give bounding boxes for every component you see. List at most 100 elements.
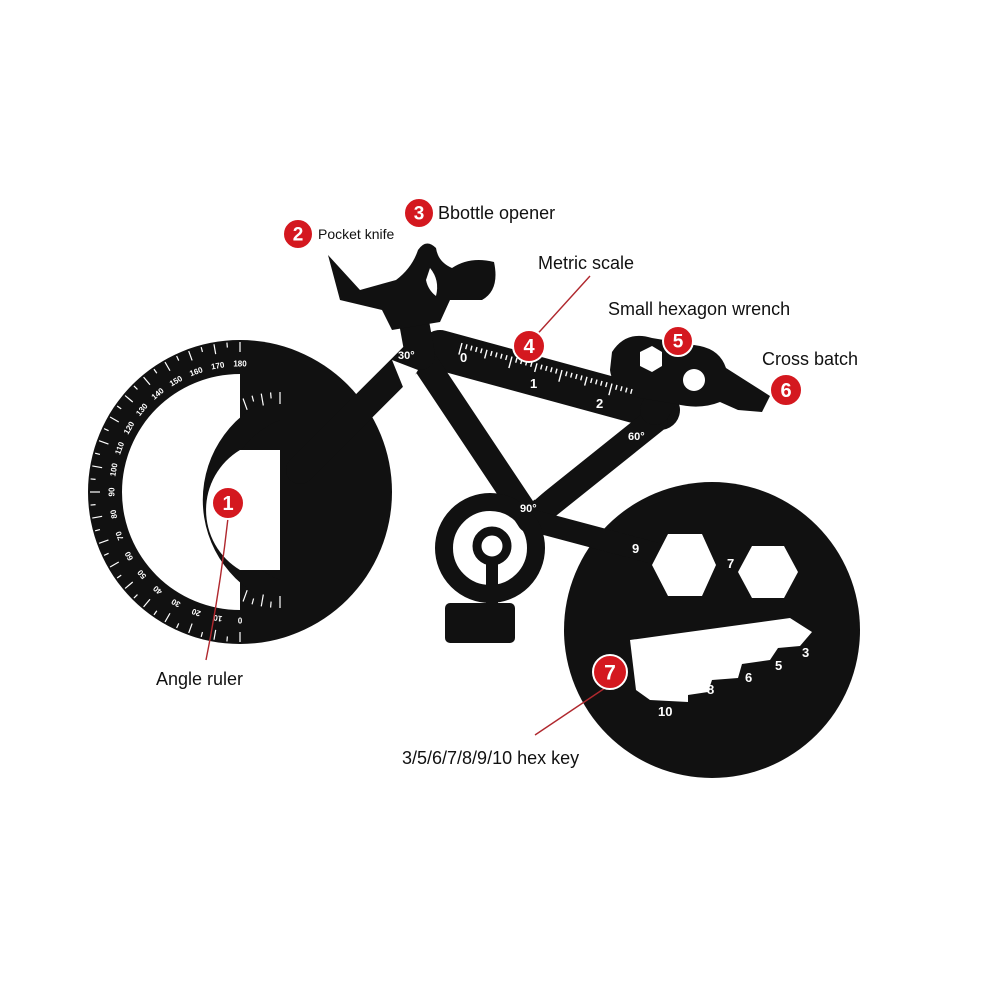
protractor-inner-tick	[233, 401, 238, 408]
protractor-tick	[213, 629, 217, 640]
badge-3: 3	[403, 197, 435, 229]
protractor-inner-tick	[210, 416, 219, 427]
angle-engravings: 30° 60° 90°	[398, 350, 645, 515]
protractor-label: 70	[114, 530, 126, 542]
protractor-tick	[94, 452, 101, 456]
protractor-label: 20	[190, 606, 202, 618]
protractor-inner-tick	[173, 480, 186, 484]
protractor-inner-tick	[175, 471, 182, 475]
scale-tick	[570, 372, 573, 378]
protractor-tick	[143, 376, 151, 386]
scale-tick	[565, 371, 568, 377]
protractor-tick	[92, 465, 103, 469]
protractor-tick	[109, 561, 120, 568]
badge-7: 7	[592, 654, 628, 690]
protractor-tick	[103, 428, 109, 432]
scale-tick	[630, 388, 633, 395]
label-angle-ruler: Angle ruler	[156, 669, 243, 689]
protractor-inner-tick	[260, 393, 264, 406]
protractor-inner-tick	[269, 392, 272, 399]
hex-size-9: 9	[632, 541, 639, 556]
protractor-tick	[133, 594, 138, 599]
frame-window	[455, 380, 620, 500]
protractor-inner-tick	[186, 547, 198, 555]
protractor-ticks	[90, 342, 281, 642]
seat-window	[392, 360, 418, 392]
scale-tick	[545, 365, 548, 372]
hex-key-size-3: 3	[802, 645, 809, 660]
protractor-label: 100	[108, 462, 119, 477]
scale-tick	[625, 387, 628, 393]
protractor-tick	[176, 355, 180, 361]
protractor-inner-tick	[178, 462, 190, 468]
saddle-knife	[328, 243, 496, 330]
scale-mark-2: 2	[596, 396, 603, 411]
scale-tick	[533, 363, 538, 373]
scale-tick	[495, 352, 498, 358]
hex-hole-9	[652, 534, 716, 596]
badge-5: 5	[662, 325, 694, 357]
crank-hole	[482, 536, 502, 556]
badge-4: 4	[512, 329, 546, 363]
badge-7-number: 7	[604, 662, 616, 685]
protractor-inner-tick	[178, 532, 190, 538]
protractor-inner-tick	[233, 592, 238, 599]
protractor-inner-tick	[203, 571, 209, 577]
protractor-label: 170	[210, 360, 225, 371]
scale-tick	[475, 346, 478, 353]
top-tube	[420, 330, 680, 430]
protractor-label: 10	[212, 613, 223, 624]
label-cross-batch: Cross batch	[762, 349, 858, 369]
badge-4-number: 4	[523, 336, 535, 358]
hex-size-7: 7	[727, 556, 734, 571]
badge-6-circle	[769, 373, 803, 407]
badge-6: 6	[769, 373, 803, 407]
badge-5-number: 5	[673, 332, 684, 353]
badge-1: 1	[211, 486, 245, 520]
scale-mark-1: 1	[530, 376, 537, 391]
scale-tick	[575, 373, 578, 380]
protractor-tick	[153, 368, 158, 374]
scale-tick	[608, 383, 613, 396]
protractor-inner-tick	[225, 406, 233, 418]
protractor-inner-tick	[173, 516, 186, 520]
protractor-tick	[103, 552, 109, 556]
protractor-inner-tick	[191, 437, 197, 442]
scale-tick	[540, 364, 543, 370]
badge-5-circle	[662, 325, 694, 357]
protractor-inner-tick	[217, 411, 222, 417]
protractor-label: 0	[237, 616, 242, 625]
leader-lines	[205, 275, 609, 736]
badge-2-circle	[282, 218, 314, 250]
hex-key-size-10: 10	[658, 704, 672, 719]
badge-1-number: 1	[222, 493, 233, 515]
scale-tick	[558, 369, 563, 382]
hex-hole-7	[738, 546, 798, 598]
scale-tick	[508, 356, 513, 369]
protractor-tick	[109, 416, 120, 423]
bottle-opener-notch	[426, 268, 438, 296]
hex-key-size-8: 8	[707, 682, 714, 697]
badge-6-number: 6	[780, 380, 791, 402]
protractor-tick	[200, 631, 204, 638]
badge-2: 2	[282, 218, 314, 250]
scale-tick	[555, 368, 558, 374]
protractor-inner-tick	[172, 489, 179, 492]
label-small-hexagon-wrench: Small hexagon wrench	[608, 299, 790, 319]
pedal	[445, 603, 515, 643]
protractor-ring	[88, 340, 240, 644]
scale-tick	[490, 350, 493, 357]
metric-scale-ticks	[458, 342, 633, 396]
protractor-tick	[98, 539, 109, 544]
protractor-tick	[116, 405, 122, 410]
protractor-tick	[188, 350, 193, 361]
label-metric-scale: Metric scale	[538, 253, 634, 273]
protractor-inner-tick	[210, 573, 219, 584]
leader-angle-ruler	[205, 517, 229, 661]
bicycle-tool	[88, 243, 860, 778]
badge-2-number: 2	[293, 225, 304, 246]
protractor-tick	[116, 574, 122, 579]
protractor-inner-tick	[242, 398, 248, 410]
protractor-tick	[200, 346, 204, 353]
scale-tick	[500, 353, 503, 359]
